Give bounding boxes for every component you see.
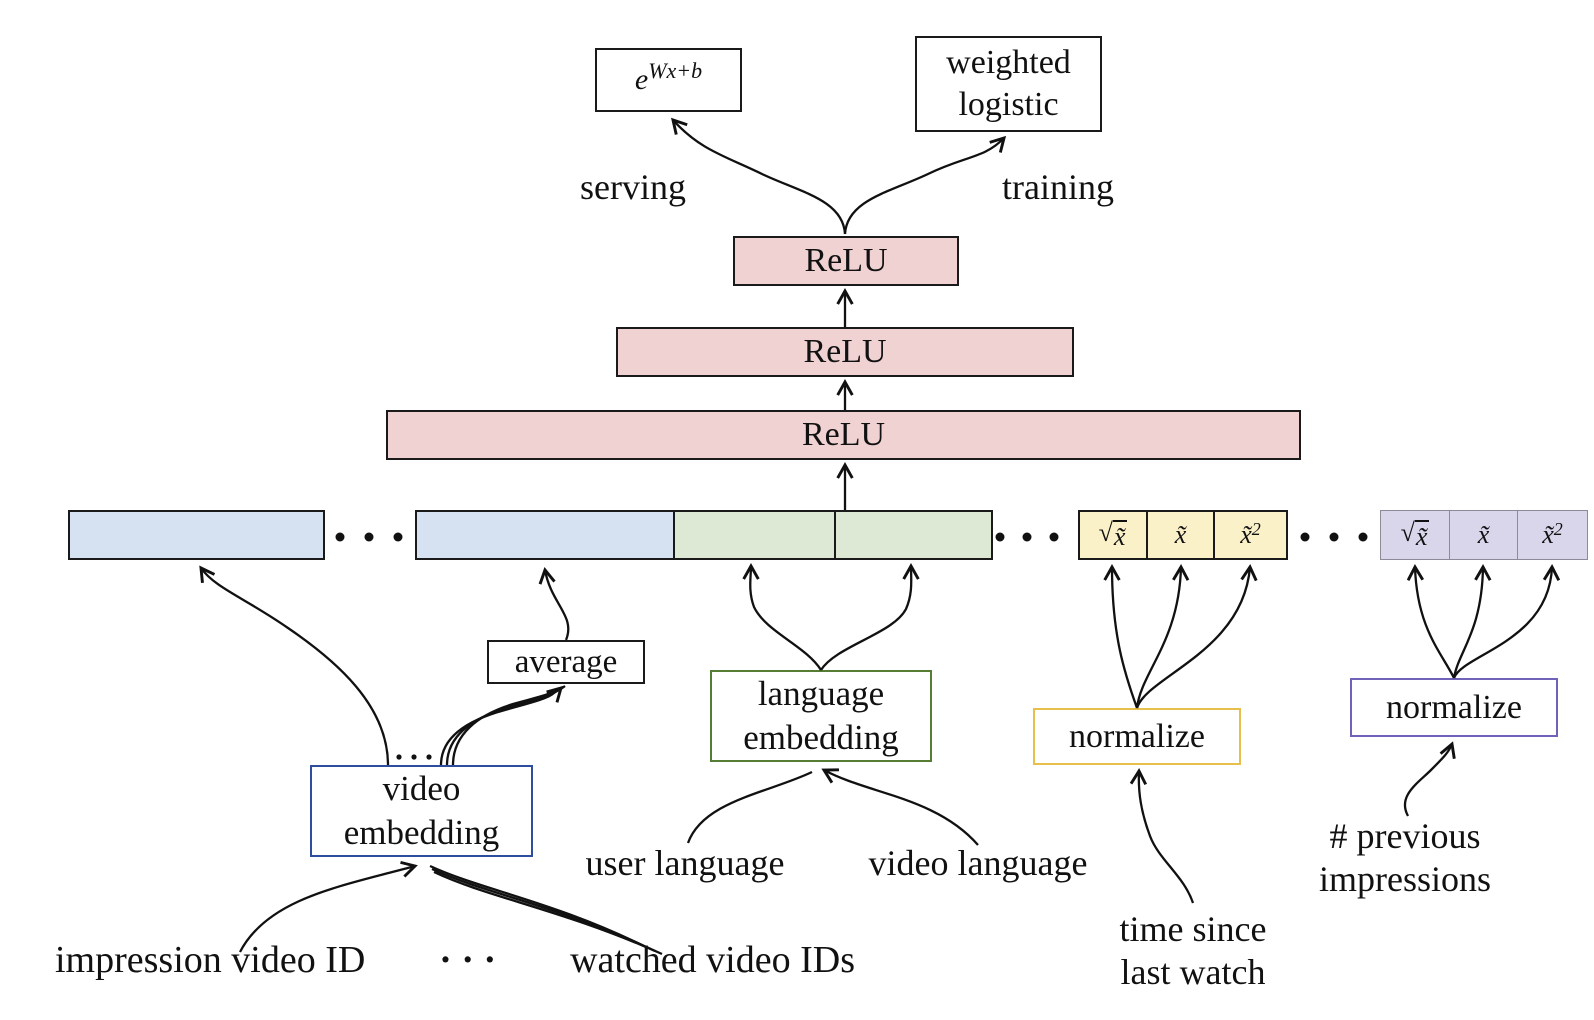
time-linear-cell: x̃	[1148, 510, 1215, 560]
video-emb-to-watched-cell-arrow	[199, 565, 390, 766]
impressions-feature-cells: √x̃ x̃ x̃2	[1380, 510, 1588, 560]
watched-video-ids-label: watched video IDs	[570, 939, 855, 981]
normalize-impressions-box: normalize	[1350, 678, 1558, 737]
normalize-time-box: normalize	[1033, 708, 1241, 765]
time-feature-cells: √x̃ x̃ x̃2	[1078, 510, 1288, 560]
normalize-impr-fan-arrow	[1452, 564, 1492, 679]
language-embedding-label: language embedding	[743, 674, 899, 757]
serving-formula: eWx+b	[634, 58, 703, 97]
impression-video-embedding-cell	[415, 510, 675, 560]
impression-video-id-label: impression video ID	[55, 939, 366, 981]
time-since-to-normalize-arrow	[1129, 768, 1195, 904]
normalize-time-fan-arrow	[1135, 564, 1258, 709]
time-squared-cell: x̃2	[1215, 510, 1288, 560]
normalize-impr-fan-arrow	[1452, 564, 1561, 679]
user-language-to-emb	[686, 770, 813, 844]
relu-layer-middle: ReLU	[616, 327, 1074, 377]
user-language-label: user language	[585, 843, 785, 883]
average-to-cell-arrow	[538, 567, 570, 641]
bottom-ellipsis: · · ·	[439, 939, 497, 981]
video-id-inputs-line: impression video ID · · · watched video …	[55, 938, 855, 982]
video-language-label: video language	[868, 843, 1088, 883]
video-emb-to-average-bundle	[451, 685, 566, 766]
x-tilde: x̃	[1477, 520, 1490, 549]
serving-label: serving	[580, 167, 686, 207]
video-emb-to-average-bundle	[439, 689, 558, 766]
language-emb-to-user-cell-arrow	[742, 563, 822, 671]
sqrt-x-tilde: √x̃	[1098, 518, 1128, 551]
relu-layer-bottom: ReLU	[386, 410, 1301, 460]
weighted-logistic-label: weighted logistic	[946, 43, 1071, 124]
weighted-logistic-box: weighted logistic	[915, 36, 1102, 132]
video-emb-to-average-bundle	[445, 685, 564, 766]
video-language-embedding-cell	[836, 510, 993, 560]
impr-linear-cell: x̃	[1450, 510, 1518, 560]
language-embedding-box: language embedding	[710, 670, 932, 762]
normalize-time-fan-arrow	[1135, 564, 1190, 709]
prev-impr-to-normalize-arrow	[1403, 741, 1456, 817]
time-sqrt-cell: √x̃	[1078, 510, 1148, 560]
video-embedding-box: video embedding	[310, 765, 533, 857]
normalize-time-fan-arrow	[1103, 564, 1139, 709]
x-tilde-squared: x̃2	[1542, 519, 1563, 549]
sqrt-x-tilde: √x̃	[1400, 518, 1430, 551]
average-box: average	[487, 640, 645, 684]
video-embedding-label: video embedding	[343, 769, 500, 852]
relu-layer-top: ReLU	[733, 236, 959, 286]
user-language-embedding-cell	[675, 510, 836, 560]
normalize-impr-fan-arrow	[1406, 564, 1456, 679]
x-tilde-squared: x̃2	[1240, 519, 1261, 549]
serving-formula-box: eWx+b	[595, 48, 742, 112]
watched-videos-embedding-cell	[68, 510, 325, 560]
x-tilde: x̃	[1174, 520, 1187, 549]
video-language-to-emb-arrow	[821, 768, 979, 846]
concat-embedding-cells	[415, 510, 993, 560]
training-label: training	[1002, 167, 1114, 207]
impr-sqrt-cell: √x̃	[1380, 510, 1450, 560]
language-emb-to-video-cell-arrow	[820, 563, 920, 671]
impr-squared-cell: x̃2	[1518, 510, 1588, 560]
